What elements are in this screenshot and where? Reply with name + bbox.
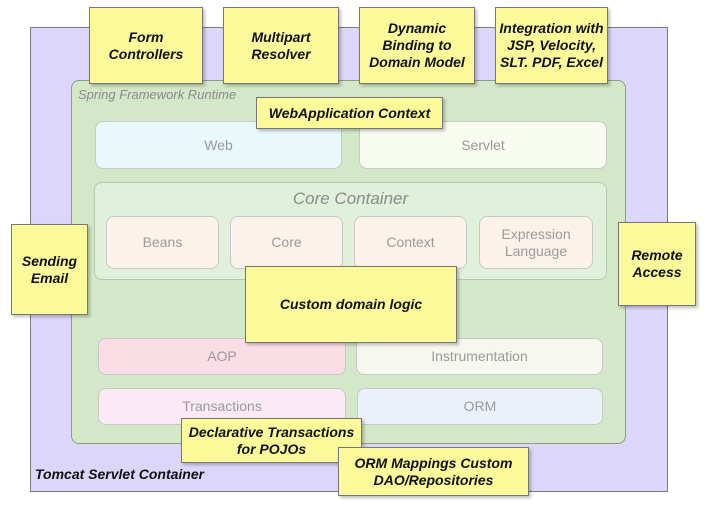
form-controllers-text: Form Controllers (108, 28, 184, 62)
webapplication-context-note: WebApplication Context (256, 97, 443, 129)
runtime-label: Spring Framework Runtime (78, 87, 237, 102)
webapplication-context-text: WebApplication Context (268, 104, 431, 121)
servlet-module: Servlet (359, 121, 607, 169)
declarative-transactions-text: Declarative Transactions for POJOs (188, 423, 355, 457)
dynamic-binding-text: Dynamic Binding to Domain Model (369, 20, 465, 70)
orm-mappings-text: ORM Mappings Custom DAO/Repositories (354, 454, 513, 488)
dynamic-binding-note: Dynamic Binding to Domain Model (359, 7, 475, 84)
custom-domain-logic-text: Custom domain logic (279, 296, 423, 312)
remote-access-text: Remote Access (631, 247, 683, 280)
multipart-resolver-note: Multipart Resolver (223, 7, 339, 84)
orm-mappings-note: ORM Mappings Custom DAO/Repositories (338, 447, 529, 496)
orm-module: ORM (357, 388, 603, 425)
remote-access-note: Remote Access (618, 222, 696, 306)
sending-email-note: Sending Email (11, 224, 88, 315)
context-module: Context (354, 216, 467, 269)
tomcat-label: Tomcat Servlet Container (35, 466, 205, 482)
core-module: Core (230, 216, 343, 269)
core-container-title: Core Container (292, 189, 409, 208)
multipart-resolver-text: Multipart Resolver (251, 28, 311, 62)
form-controllers-note: Form Controllers (89, 7, 203, 84)
beans-module: Beans (106, 216, 219, 269)
web-module: Web (95, 121, 342, 169)
instrumentation-module: Instrumentation (356, 338, 603, 375)
expression-language-module: Expression Language (479, 216, 593, 269)
integration-text: Integration with JSP, Velocity, SLT. PDF… (499, 20, 604, 70)
sending-email-text: Sending Email (21, 252, 78, 286)
declarative-transactions-note: Declarative Transactions for POJOs (181, 418, 362, 463)
integration-note: Integration with JSP, Velocity, SLT. PDF… (495, 7, 608, 84)
custom-domain-logic-note: Custom domain logic (245, 266, 457, 343)
aop-module: AOP (98, 338, 346, 375)
